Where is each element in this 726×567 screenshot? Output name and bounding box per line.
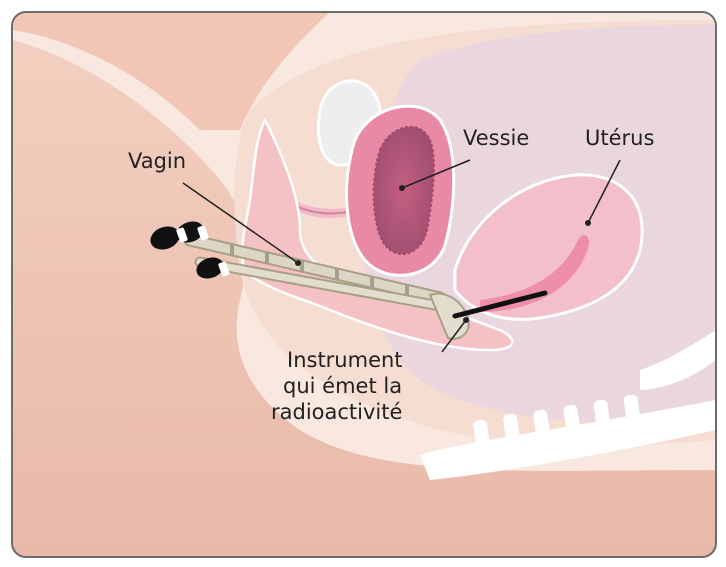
label-instrument-line2: qui émet la xyxy=(283,374,402,398)
label-vagin: Vagin xyxy=(128,149,186,173)
bladder-inner xyxy=(374,127,434,254)
label-uterus: Utérus xyxy=(585,126,654,150)
label-instrument-line1: Instrument xyxy=(287,348,403,372)
label-vessie: Vessie xyxy=(463,126,529,150)
label-instrument-line3: radioactivité xyxy=(271,400,402,424)
